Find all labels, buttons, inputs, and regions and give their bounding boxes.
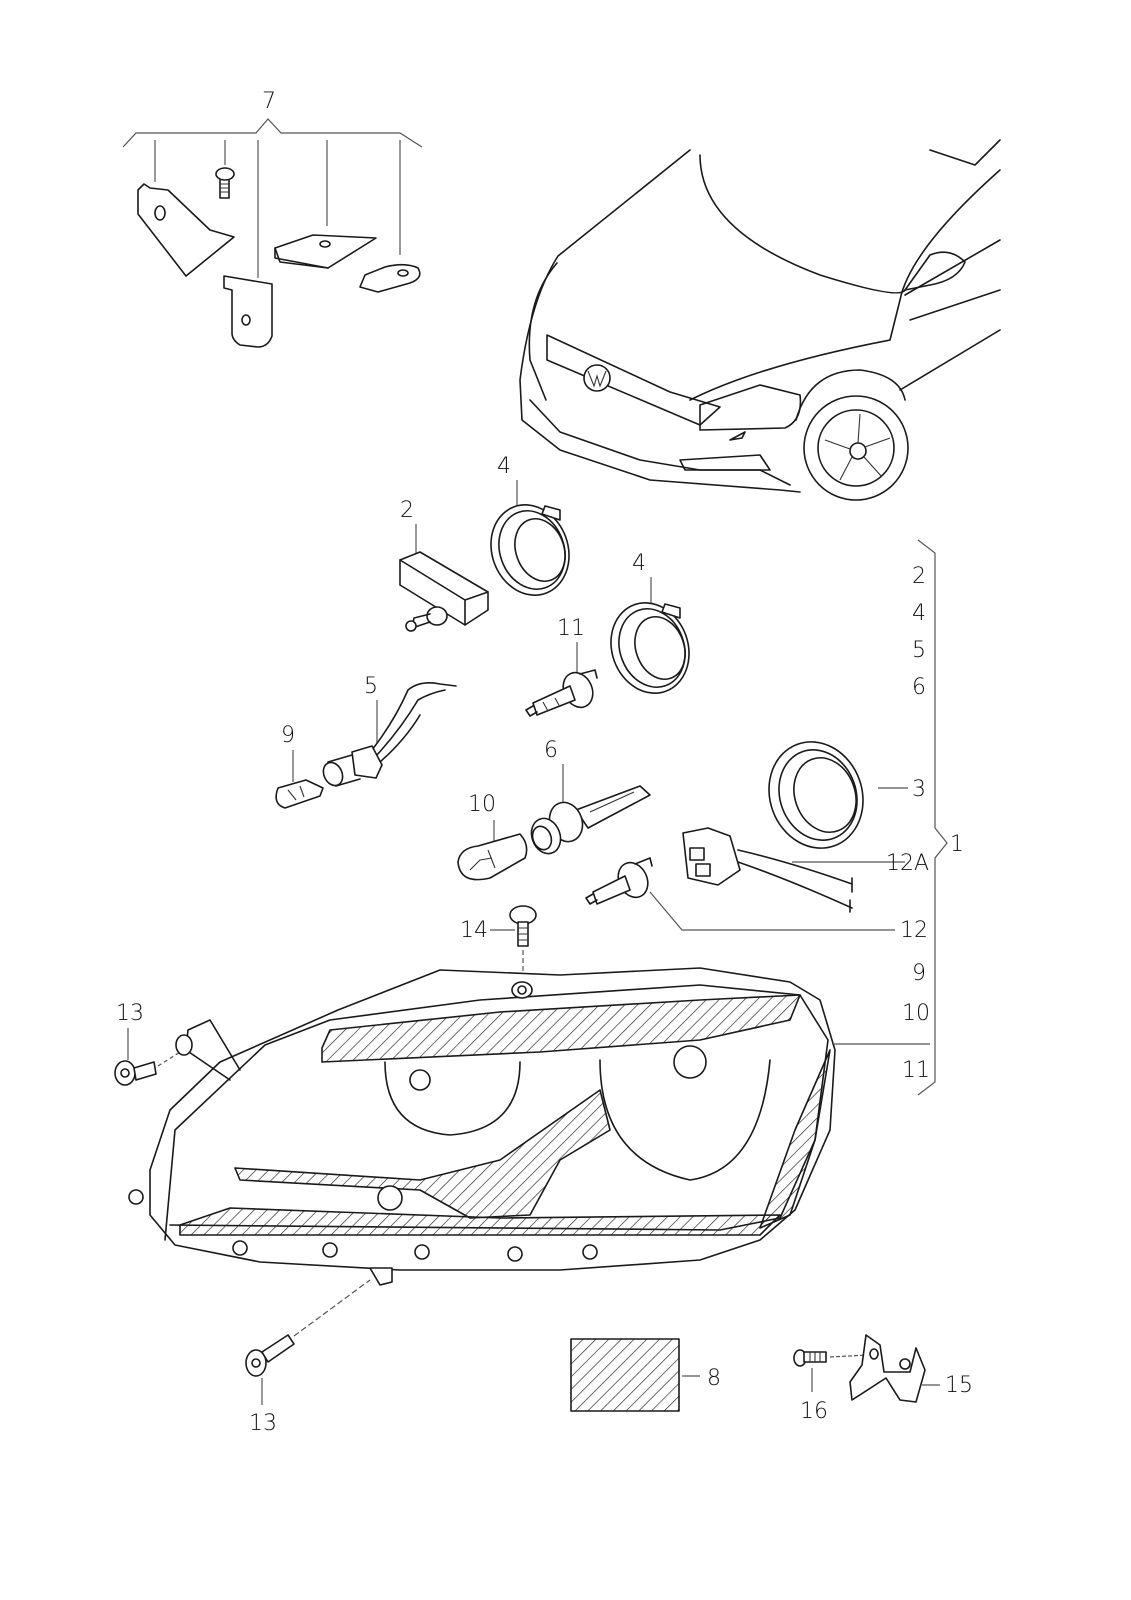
list-item-2: 2 — [912, 564, 926, 589]
callout-4-upper: 4 — [497, 454, 511, 479]
car-overview-drawing — [519, 139, 1001, 501]
callout-8: 8 — [707, 1366, 721, 1391]
callout-13-upper: 13 — [116, 1001, 144, 1026]
callout-1: 1 — [950, 832, 964, 857]
part-3-sealing-ring: 3 — [768, 741, 926, 849]
callout-16: 16 — [800, 1399, 828, 1424]
callout-12a: 12A — [886, 851, 929, 876]
callout-11: 11 — [557, 616, 585, 641]
mounting-pins — [232, 1240, 598, 1262]
callout-2: 2 — [400, 498, 414, 523]
part-13-screw-lower: 13 — [245, 1279, 371, 1436]
callout-10: 10 — [468, 792, 496, 817]
part-7-bracket-set: 7 — [122, 89, 423, 348]
part-15-bracket: 15 — [849, 1334, 973, 1403]
part-16-screw: 16 — [793, 1349, 869, 1424]
part-8-label: 8 — [570, 1338, 721, 1412]
callout-13-lower: 13 — [249, 1411, 277, 1436]
part-5-wiring-socket: 5 — [322, 674, 457, 787]
part-1-headlight-assembly — [128, 967, 930, 1286]
callout-15: 15 — [945, 1373, 973, 1398]
part-12-bulb: 12 — [585, 857, 928, 943]
callout-14: 14 — [460, 918, 488, 943]
part-14-screw: 14 — [460, 905, 537, 988]
callout-5: 5 — [364, 674, 378, 699]
wheel-icon — [803, 395, 909, 501]
list-item-11: 11 — [902, 1058, 930, 1083]
callout-3: 3 — [912, 777, 926, 802]
bracket-d-icon — [359, 263, 421, 293]
part-2-leveling-motor: 2 — [399, 498, 489, 632]
callout-7: 7 — [262, 89, 276, 114]
part-6-bulb-socket: 6 — [530, 738, 651, 855]
part-11-bulb: 11 — [525, 616, 598, 717]
callout-9: 9 — [281, 723, 295, 748]
screw-icon — [215, 167, 235, 199]
list-item-4: 4 — [912, 601, 926, 626]
bracket-b-icon — [274, 234, 377, 269]
part-13-screw-upper: 13 — [114, 1001, 193, 1086]
callout-12: 12 — [900, 918, 928, 943]
list-item-9: 9 — [912, 961, 926, 986]
callout-6: 6 — [544, 738, 558, 763]
bracket-c-icon — [223, 275, 273, 348]
part-4-cap-upper: 4 — [490, 454, 570, 596]
part-4-cap-lower: 4 — [610, 551, 690, 694]
assembly-bracket-list: 1 2 4 5 6 9 10 11 — [902, 539, 964, 1096]
part-10-bulb: 10 — [457, 792, 528, 881]
list-item-5: 5 — [912, 638, 926, 663]
part-9-wedge-bulb: 9 — [275, 723, 324, 809]
list-item-10: 10 — [902, 1001, 930, 1026]
vw-logo-icon — [583, 364, 611, 392]
callout-4-lower: 4 — [632, 551, 646, 576]
part-12a-connector: 12A — [682, 827, 929, 913]
label-sticker-icon — [570, 1338, 680, 1412]
list-item-6: 6 — [912, 675, 926, 700]
